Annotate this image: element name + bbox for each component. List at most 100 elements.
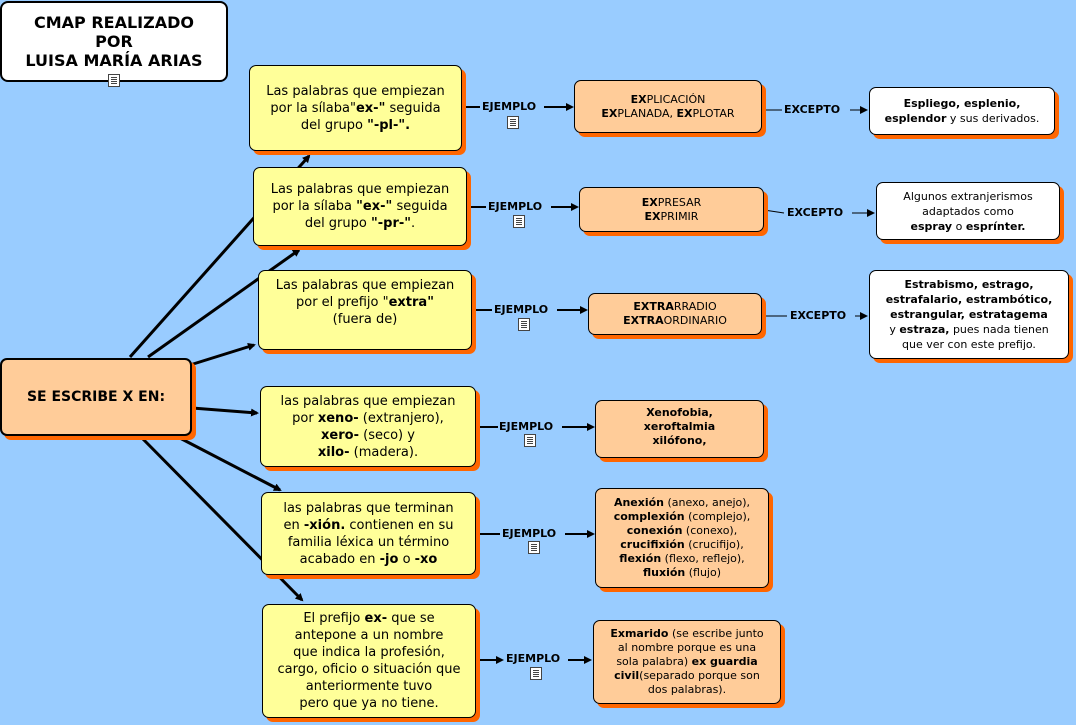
exception-node-1[interactable]: Espliego, esplenio, esplendor y sus deri… bbox=[869, 87, 1055, 135]
example-node-2[interactable]: EXPRESAR EXPRIMIR bbox=[579, 187, 764, 232]
example-node-4[interactable]: Xenofobia, xeroftalmia xilófono, bbox=[595, 400, 764, 458]
rule-node-4[interactable]: las palabras que empiezan por xeno- (ext… bbox=[260, 386, 476, 467]
rule-2-text: por la sílaba bbox=[272, 199, 357, 214]
example-5-bold: conexión bbox=[626, 524, 683, 537]
exception-1-text: y sus derivados. bbox=[946, 112, 1040, 125]
rule-2-line-1: Las palabras que empiezan bbox=[270, 182, 450, 197]
rule-node-3[interactable]: Las palabras que empiezan por el prefijo… bbox=[258, 270, 472, 350]
rule-node-6[interactable]: El prefijo ex- que se antepone a un nomb… bbox=[262, 604, 476, 718]
exception-2-bold: esprínter. bbox=[965, 219, 1026, 233]
rule-6-text: que indica la profesión, bbox=[293, 645, 445, 660]
ejemplo-label: EJEMPLO bbox=[502, 527, 557, 540]
rule-5-text: familia léxica un término bbox=[287, 534, 450, 550]
ejemplo-label: EJEMPLO bbox=[506, 652, 561, 665]
example-3-bold: EXTRA bbox=[633, 300, 674, 313]
document-icon[interactable] bbox=[513, 215, 525, 228]
rule-2-text: . bbox=[411, 216, 416, 231]
rule-5-text: contienen en su bbox=[345, 517, 454, 533]
example-6-text: sola palabra) bbox=[616, 655, 692, 668]
document-icon[interactable] bbox=[528, 541, 540, 554]
example-6-text: al nombre porque es una bbox=[617, 641, 757, 654]
exception-node-3[interactable]: Estrabismo, estrago, estrafalario, estra… bbox=[869, 270, 1069, 359]
rule-4-line-1: las palabras que empiezan bbox=[280, 393, 456, 409]
example-3-text: RRADIO bbox=[673, 300, 717, 313]
rule-node-5[interactable]: las palabras que terminan en -xión. cont… bbox=[261, 492, 476, 575]
example-5-bold: complexión bbox=[613, 510, 685, 523]
rule-1-text: seguida bbox=[385, 100, 441, 116]
excepto-label: EXCEPTO bbox=[784, 103, 841, 116]
example-node-5[interactable]: Anexión (anexo, anejo), complexión (comp… bbox=[595, 488, 769, 588]
rule-2-text: del grupo bbox=[304, 216, 371, 231]
rule-3-text: por el prefijo " bbox=[296, 295, 389, 310]
rule-5-line-1: las palabras que terminan bbox=[283, 500, 454, 516]
example-2-bold: EX bbox=[644, 209, 661, 223]
exception-1-bold: Espliego, esplenio, bbox=[903, 97, 1021, 110]
example-5-text: (anexo, anejo), bbox=[664, 496, 751, 509]
rule-6-text: El prefijo bbox=[303, 611, 365, 626]
document-icon[interactable] bbox=[524, 434, 536, 447]
rule-node-1[interactable]: Las palabras que empiezan por la sílaba"… bbox=[249, 65, 462, 151]
rule-5-text: acabado en bbox=[299, 551, 380, 567]
rule-5-bold: -jo bbox=[379, 551, 399, 567]
root-concept[interactable]: SE ESCRIBE X EN: bbox=[0, 358, 192, 436]
rule-6-text: cargo, oficio o situación que bbox=[277, 662, 461, 677]
rule-6-text: pero que ya no tiene. bbox=[299, 696, 439, 711]
example-2-bold: EX bbox=[641, 195, 658, 209]
rule-1-text: por la sílaba" bbox=[270, 100, 356, 116]
example-1-bold: EX bbox=[676, 106, 693, 120]
rule-6-text: que se bbox=[387, 611, 435, 626]
example-1-bold: EX bbox=[601, 106, 618, 120]
rule-4-bold: xero- bbox=[321, 427, 359, 443]
example-1-text: PLOTAR bbox=[692, 106, 735, 120]
rule-1-text: del grupo bbox=[300, 117, 368, 133]
rule-5-text: en bbox=[283, 517, 304, 533]
example-node-6[interactable]: Exmarido (se escribe junto al nombre por… bbox=[593, 620, 781, 704]
exception-3-bold: Estrabismo, estrago, bbox=[904, 278, 1034, 291]
rule-2-bold: "ex-" bbox=[356, 199, 393, 214]
example-6-bold: civil bbox=[614, 669, 640, 682]
ejemplo-label: EJEMPLO bbox=[488, 200, 543, 213]
rule-3-line-1: Las palabras que empiezan bbox=[275, 278, 455, 293]
rule-3-text: (fuera de) bbox=[332, 312, 398, 327]
rule-5-bold: -xo bbox=[414, 551, 438, 567]
example-6-text: dos palabras). bbox=[647, 683, 727, 696]
example-1-text: PLANADA, bbox=[617, 106, 677, 120]
excepto-label: EXCEPTO bbox=[790, 309, 847, 322]
rule-6-text: antepone a un nombre bbox=[294, 628, 444, 643]
rule-6-text: anteriormente tuvo bbox=[305, 679, 433, 694]
document-icon[interactable] bbox=[108, 74, 120, 87]
exception-2-bold: espray bbox=[910, 219, 953, 233]
rule-4-text: (madera). bbox=[349, 444, 419, 460]
example-3-text: ORDINARIO bbox=[663, 314, 727, 327]
rule-5-text: o bbox=[398, 551, 415, 567]
example-node-1[interactable]: EXPLICACIÓN EXPLANADA, EXPLOTAR bbox=[574, 80, 762, 133]
document-icon[interactable] bbox=[507, 116, 519, 129]
rule-2-bold: "-pr-" bbox=[370, 216, 412, 231]
rule-5-bold: -xión. bbox=[303, 517, 346, 533]
document-icon[interactable] bbox=[518, 318, 530, 331]
rule-4-text: (seco) y bbox=[358, 427, 415, 443]
exception-3-text: y bbox=[889, 323, 900, 336]
root-label: SE ESCRIBE X EN: bbox=[26, 389, 166, 405]
example-5-text: (flexo, reflejo), bbox=[661, 552, 745, 565]
example-5-bold: flexión bbox=[619, 552, 662, 565]
exception-3-bold: estrafalario, estrambótico, bbox=[885, 293, 1053, 306]
ejemplo-label: EJEMPLO bbox=[494, 303, 549, 316]
rule-node-2[interactable]: Las palabras que empiezan por la sílaba … bbox=[253, 167, 467, 246]
exception-3-bold: estraza, bbox=[899, 323, 950, 336]
example-3-bold: EXTRA bbox=[623, 314, 664, 327]
example-2-text: PRIMIR bbox=[660, 209, 699, 223]
exception-node-2[interactable]: Algunos extranjerismos adaptados como es… bbox=[876, 182, 1060, 240]
example-5-text: (complejo), bbox=[684, 510, 751, 523]
rule-4-text: (extranjero), bbox=[358, 410, 444, 426]
example-6-bold: Exmarido bbox=[610, 627, 669, 640]
example-5-bold: crucifixión bbox=[620, 538, 685, 551]
example-1-bold: EX bbox=[630, 92, 647, 106]
document-icon[interactable] bbox=[530, 667, 542, 680]
example-4-line: Xenofobia, bbox=[646, 406, 713, 419]
exception-2-text: adaptados como bbox=[922, 204, 1014, 218]
example-5-bold: Anexión bbox=[613, 496, 665, 509]
rule-1-bold: "-pl-". bbox=[367, 117, 411, 133]
example-node-3[interactable]: EXTRARRADIO EXTRAORDINARIO bbox=[588, 293, 762, 335]
title-line-1: CMAP REALIZADO bbox=[34, 13, 194, 32]
